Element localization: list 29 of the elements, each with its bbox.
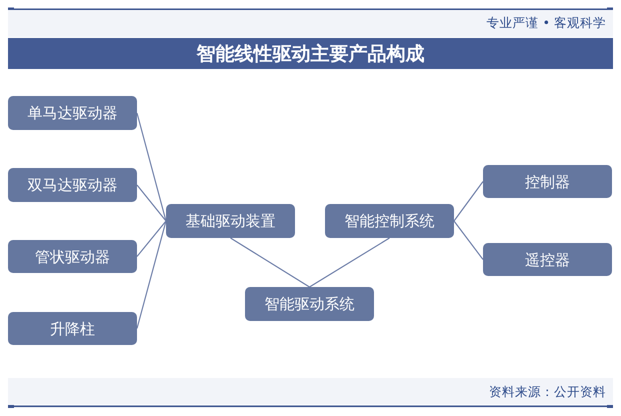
- node-label: 双马达驱动器: [28, 176, 118, 194]
- category-box: [8, 312, 137, 345]
- category-box: [8, 96, 137, 130]
- slogan-text: 专业严谨 • 客观科学: [486, 14, 606, 31]
- connector-line: [136, 220, 166, 257]
- category-box: [166, 204, 295, 238]
- connector-line: [136, 112, 167, 222]
- connector-line: [309, 238, 390, 288]
- connector-line: [136, 220, 167, 329]
- node-label: 管状驱动器: [35, 248, 110, 266]
- category-box: [483, 165, 612, 198]
- connector-line: [454, 220, 484, 260]
- node-label: 智能驱动系统: [264, 295, 354, 313]
- title: 智能线性驱动主要产品构成: [196, 42, 424, 66]
- category-box: [483, 243, 612, 276]
- category-box: [8, 240, 137, 273]
- source-note: 资料来源：公开资料: [489, 383, 606, 400]
- connector-line: [230, 238, 310, 288]
- node-label: 遥控器: [525, 250, 570, 268]
- connector-line: [136, 184, 166, 222]
- node-label: 智能控制系统: [344, 212, 434, 230]
- category-box: [8, 168, 137, 202]
- node-label: 升降柱: [50, 320, 95, 338]
- node-label: 基础驱动装置: [186, 212, 276, 230]
- category-box: [245, 287, 374, 321]
- connector-line: [454, 181, 484, 222]
- node-label: 控制器: [525, 172, 570, 190]
- node-label: 单马达驱动器: [28, 104, 118, 122]
- category-box: [325, 204, 454, 238]
